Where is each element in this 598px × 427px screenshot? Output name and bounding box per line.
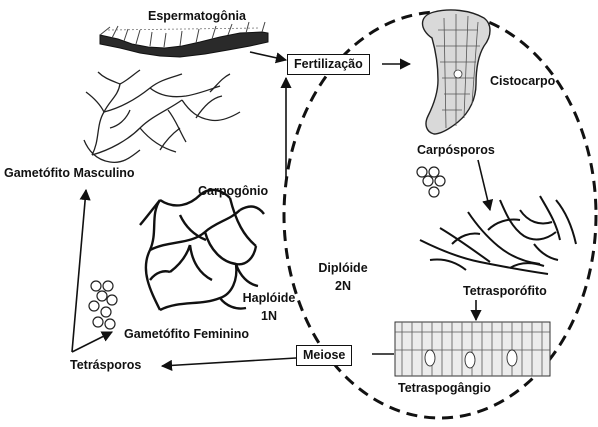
tetraspores-cluster [89,281,117,329]
meiosis-box: Meiose [296,345,352,366]
tetrasporophyte-illustration [420,196,576,274]
fertilization-box: Fertilização [287,54,370,75]
carpospores-label: Carpósporos [417,143,495,157]
arrow-meiosis-to-tetraspores [162,358,296,366]
tetrasporophyte-label: Tetrasporófito [463,284,547,298]
tetraspores-label: Tetrásporos [70,358,141,372]
female-gametophyte-label: Gametófito Feminino [124,327,249,341]
tetrasporangium-label: Tetraspogângio [398,381,491,395]
spermatogonia-label: Espermatogônia [148,9,246,23]
diploid-label: Diplóide [313,261,373,275]
carpospores-cluster [417,167,445,197]
arrow-carpospores-to-tetrasporophyte [478,160,490,210]
haploid-ploidy-label: 1N [238,309,300,323]
spermatogonia-illustration [100,22,268,57]
cystocarp-illustration [423,10,491,134]
arrow-tetraspores-to-female-gametophyte [72,332,112,352]
diploid-ploidy-label: 2N [313,279,373,293]
cystocarp-label: Cistocarpo [490,74,555,88]
male-gametophyte-illustration [84,70,240,162]
haploid-label: Haplóide [238,291,300,305]
tetrasporangium-illustration [395,322,550,376]
arrow-tetraspores-to-male-gametophyte [72,190,86,352]
arrow-spermatogonia-to-fertilization [250,52,286,60]
male-gametophyte-label: Gametófito Masculino [4,166,135,180]
carpogonium-label: Carpogônio [198,184,268,198]
